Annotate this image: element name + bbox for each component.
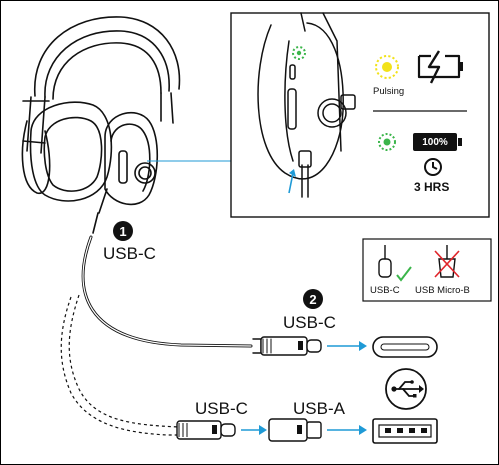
usb-a-adapter [268, 418, 322, 442]
bottom-usb-a-label: USB-A [293, 399, 345, 418]
cross-icon [434, 250, 460, 278]
pulsing-led-icon [375, 55, 399, 79]
alternate-cable-dashed [60, 296, 179, 436]
full-led-icon [378, 133, 396, 151]
usb-c-plug-lower [176, 420, 236, 440]
clock-icon [424, 158, 442, 176]
usb-c-cable [81, 212, 322, 356]
earcup-closeup [257, 12, 356, 198]
compat-not-ok-label: USB Micro-B [415, 285, 470, 296]
insert-arrow-icon [288, 172, 294, 194]
usb-c-port-icon [372, 336, 438, 358]
pulsing-label: Pulsing [373, 86, 405, 97]
step-2-label: USB-C [283, 313, 336, 332]
headphones-illustration [21, 16, 181, 214]
charging-battery-icon [417, 50, 463, 84]
usb-a-port-icon [372, 418, 438, 444]
battery-full-badge: 100% [413, 133, 457, 151]
usb-icon [385, 368, 427, 410]
led-indicator-icon [292, 46, 306, 60]
step-2-badge: 2 [303, 289, 323, 309]
duration-label: 3 HRS [414, 180, 450, 194]
step-1-label: USB-C [103, 244, 156, 263]
step-1-badge: 1 [113, 221, 133, 241]
bottom-usb-c-label: USB-C [195, 399, 248, 418]
check-icon [396, 266, 412, 282]
battery-terminal [458, 138, 462, 146]
usb-c-plug-icon [378, 245, 392, 278]
compat-ok-label: USB-C [370, 285, 400, 296]
detail-inset-frame [230, 12, 490, 218]
